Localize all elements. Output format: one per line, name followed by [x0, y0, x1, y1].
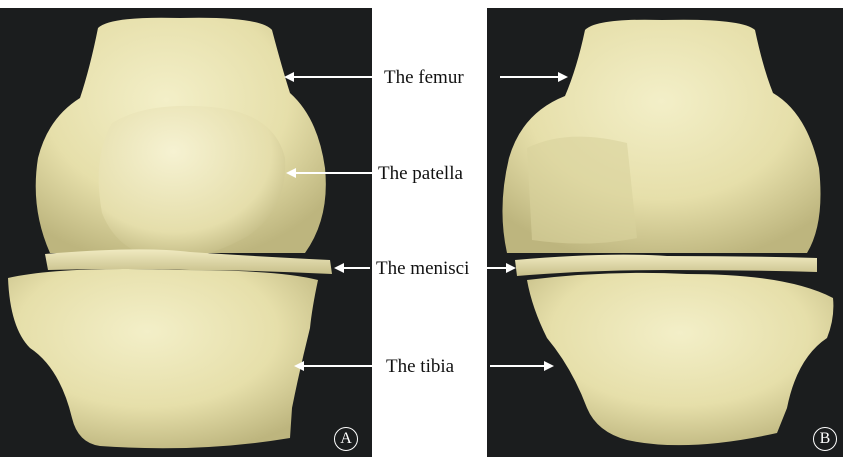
label-femur: The femur	[384, 68, 464, 87]
label-tibia: The tibia	[386, 357, 454, 376]
label-menisci: The menisci	[376, 259, 469, 278]
label-patella: The patella	[378, 164, 463, 183]
